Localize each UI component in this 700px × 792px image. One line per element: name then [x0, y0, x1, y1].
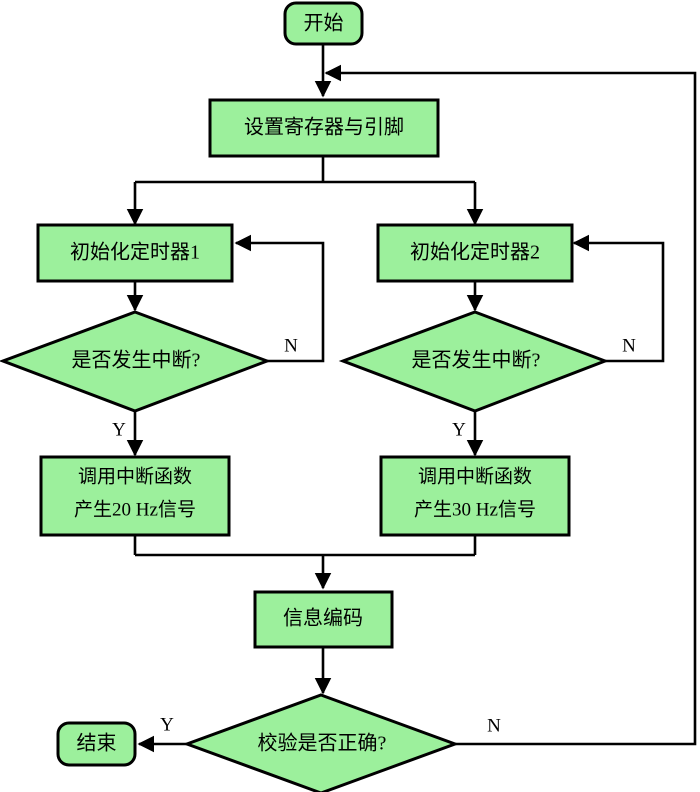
connector-setup-split [126, 156, 484, 226]
interrupt-check-2-label: 是否发生中断? [412, 349, 541, 372]
node-encode[interactable]: 信息编码 [253, 590, 394, 649]
isr-20hz-label-line2: 产生20 Hz信号 [74, 498, 196, 520]
start-shape [283, 1, 364, 46]
node-init-timer1[interactable]: 初始化定时器1 [36, 223, 234, 283]
node-interrupt-check-2[interactable]: 是否发生中断? [338, 310, 610, 413]
isr-30hz-label-line2: 产生30 Hz信号 [414, 498, 536, 520]
interrupt-check-2-shape [338, 310, 610, 413]
init-timer1-label: 初始化定时器1 [70, 241, 200, 264]
isr-30hz-label-line1: 调用中断函数 [418, 465, 532, 487]
isr-20hz-shape [39, 455, 231, 537]
verify-check-label: 校验是否正确? [258, 732, 387, 755]
end-shape [56, 721, 137, 767]
node-verify-check[interactable]: 校验是否正确? [182, 693, 460, 792]
branch-label-timer2-yes: Y [452, 419, 466, 440]
encode-label: 信息编码 [283, 607, 363, 630]
setup-label: 设置寄存器与引脚 [244, 116, 404, 139]
node-setup[interactable]: 设置寄存器与引脚 [208, 98, 440, 158]
init-timer2-label: 初始化定时器2 [410, 241, 540, 264]
node-isr-30hz[interactable]: 调用中断函数 产生30 Hz信号 [379, 455, 571, 537]
node-interrupt-check-1[interactable]: 是否发生中断? [0, 310, 272, 413]
interrupt-check-1-label: 是否发生中断? [72, 349, 201, 372]
init-timer2-shape [376, 223, 574, 283]
start-label: 开始 [304, 12, 344, 35]
isr-20hz-label-line1: 调用中断函数 [78, 465, 192, 487]
setup-shape [208, 98, 440, 158]
branch-label-timer1-no: N [284, 335, 298, 356]
isr-30hz-shape [379, 455, 571, 537]
node-init-timer2[interactable]: 初始化定时器2 [376, 223, 574, 283]
node-end[interactable]: 结束 [56, 721, 137, 767]
connector-decision2-no-loop [572, 234, 665, 363]
node-isr-20hz[interactable]: 调用中断函数 产生20 Hz信号 [39, 455, 231, 537]
branch-label-verify-no: N [487, 715, 501, 736]
branch-label-timer1-yes: Y [112, 419, 126, 440]
connector-isr-merge-to-encode [133, 535, 477, 590]
verify-check-shape [182, 693, 460, 792]
init-timer1-shape [36, 223, 234, 283]
branch-label-timer2-no: N [622, 335, 636, 356]
connector-decision1-no-loop [234, 234, 325, 363]
connector-verify-no-feedback [324, 64, 697, 746]
interrupt-check-1-shape [0, 310, 272, 413]
encode-shape [253, 590, 394, 649]
end-label: 结束 [77, 732, 117, 755]
node-start[interactable]: 开始 [283, 1, 364, 46]
branch-label-verify-yes: Y [160, 714, 174, 735]
